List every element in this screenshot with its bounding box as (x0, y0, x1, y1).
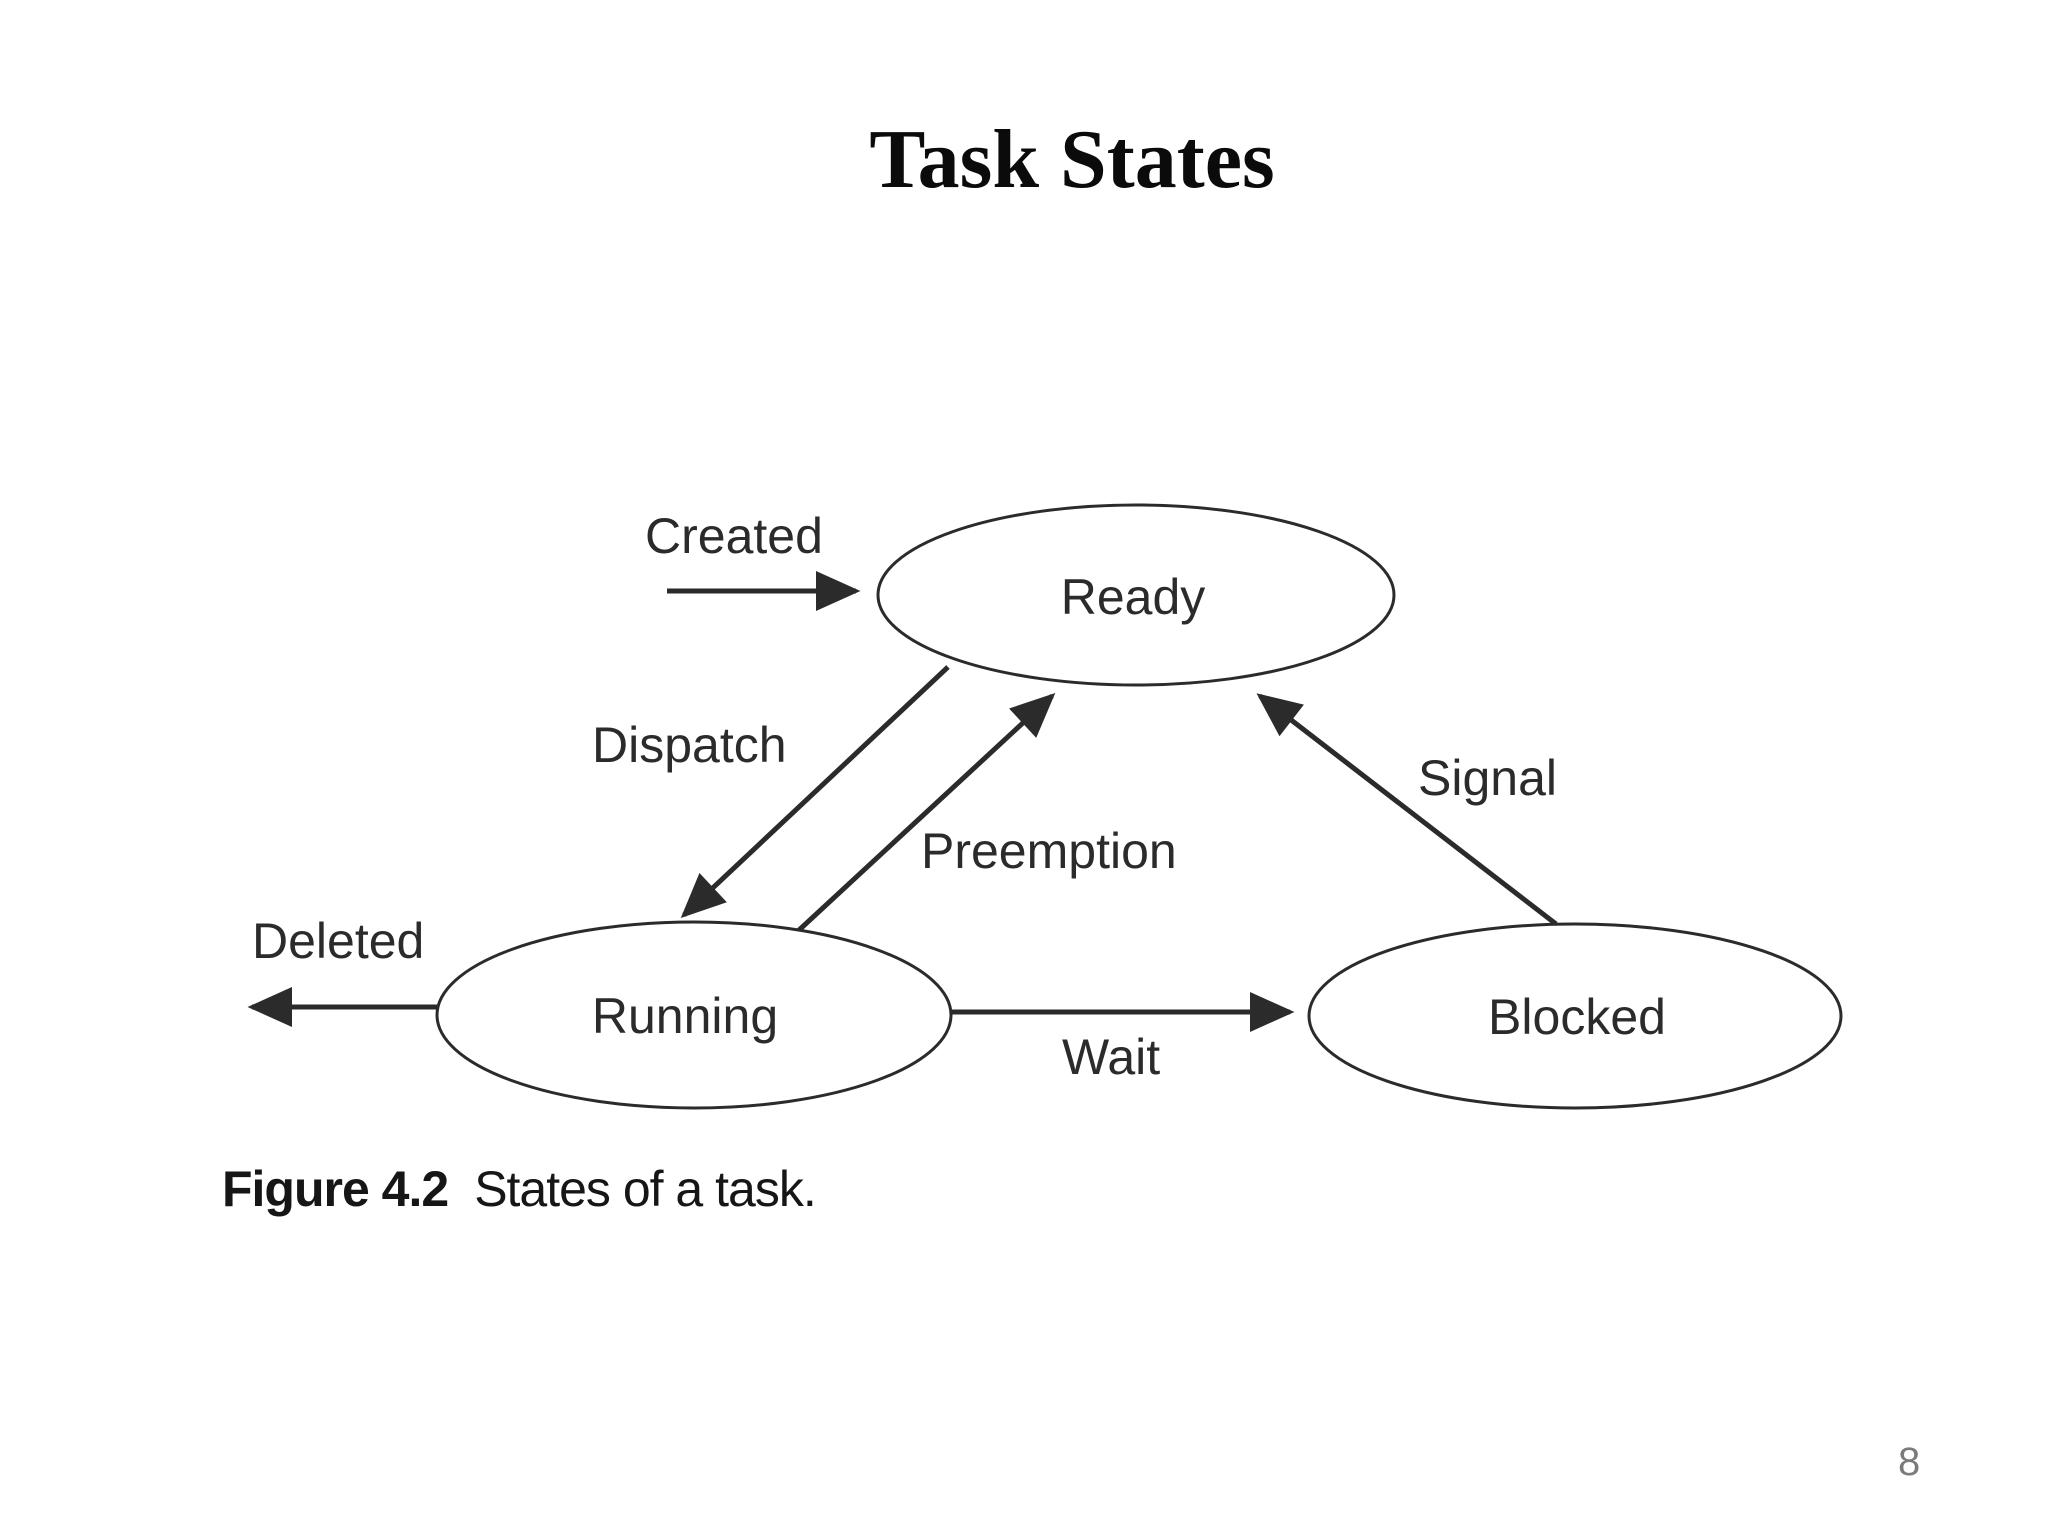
caption-text: States of a task. (474, 1161, 817, 1217)
signal-label: Signal (1418, 750, 1557, 806)
figure-caption: Figure 4.2 States of a task. (222, 1161, 817, 1217)
running-state-label: Running (591, 988, 779, 1044)
blocked-state-label: Blocked (1488, 989, 1666, 1045)
ready-ellipse (876, 503, 1396, 687)
page-number: 8 (1898, 1440, 1921, 1484)
blocked-ellipse (1307, 922, 1843, 1110)
running-ellipse (435, 920, 953, 1110)
signal-arrow (1256, 693, 1558, 926)
dispatch-arrow (680, 665, 950, 919)
deleted-label: Deleted (252, 913, 425, 969)
slide-title: Task States (869, 113, 1275, 206)
wait-label: Wait (1062, 1029, 1161, 1085)
dispatch-label: Dispatch (592, 717, 787, 773)
preemption-arrow (796, 692, 1056, 933)
caption-figure-number: Figure 4.2 (222, 1161, 449, 1217)
created-label: Created (645, 508, 823, 564)
preemption-label: Preemption (921, 823, 1177, 879)
ready-state-label: Ready (1060, 569, 1206, 625)
